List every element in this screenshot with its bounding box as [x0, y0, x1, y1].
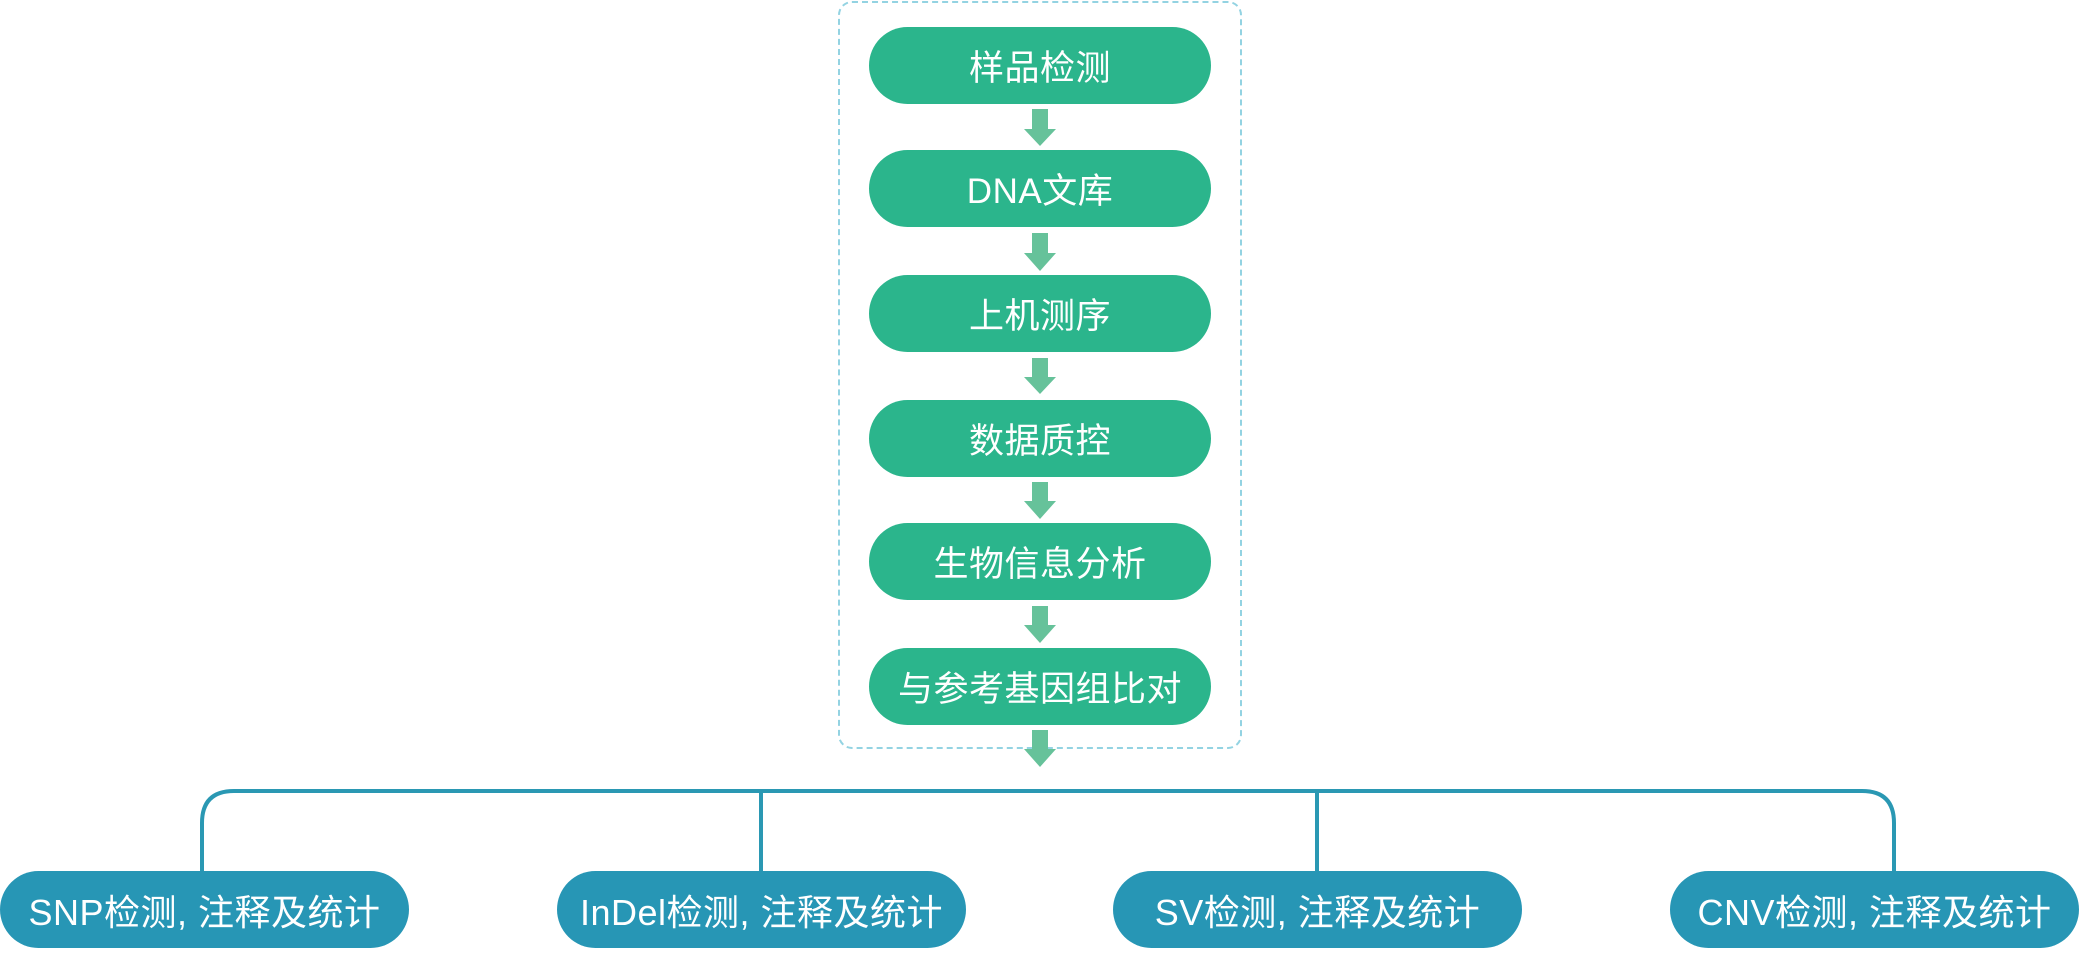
- down-arrow-icon: [1024, 606, 1056, 643]
- step-sequencing: 上机测序: [869, 274, 1211, 352]
- branch-bracket: [200, 789, 1896, 871]
- step-bioinformatics: 生物信息分析: [869, 522, 1211, 600]
- output-indel: InDel检测, 注释及统计: [557, 871, 966, 948]
- step-data-qc: 数据质控: [869, 399, 1211, 477]
- step-dna-library: DNA文库: [869, 149, 1211, 227]
- step-reference-alignment: 与参考基因组比对: [869, 647, 1211, 725]
- step-sample-testing: 样品检测: [869, 26, 1211, 104]
- output-snp: SNP检测, 注释及统计: [0, 871, 409, 948]
- down-arrow-icon: [1024, 730, 1056, 767]
- down-arrow-icon: [1024, 482, 1056, 519]
- branch-bracket-outer: [200, 789, 1896, 871]
- output-sv: SV检测, 注释及统计: [1113, 871, 1522, 948]
- down-arrow-icon: [1024, 233, 1056, 271]
- down-arrow-icon: [1024, 109, 1056, 146]
- down-arrow-icon: [1024, 358, 1056, 394]
- arrows: [1024, 109, 1056, 767]
- output-cnv: CNV检测, 注释及统计: [1670, 871, 2079, 948]
